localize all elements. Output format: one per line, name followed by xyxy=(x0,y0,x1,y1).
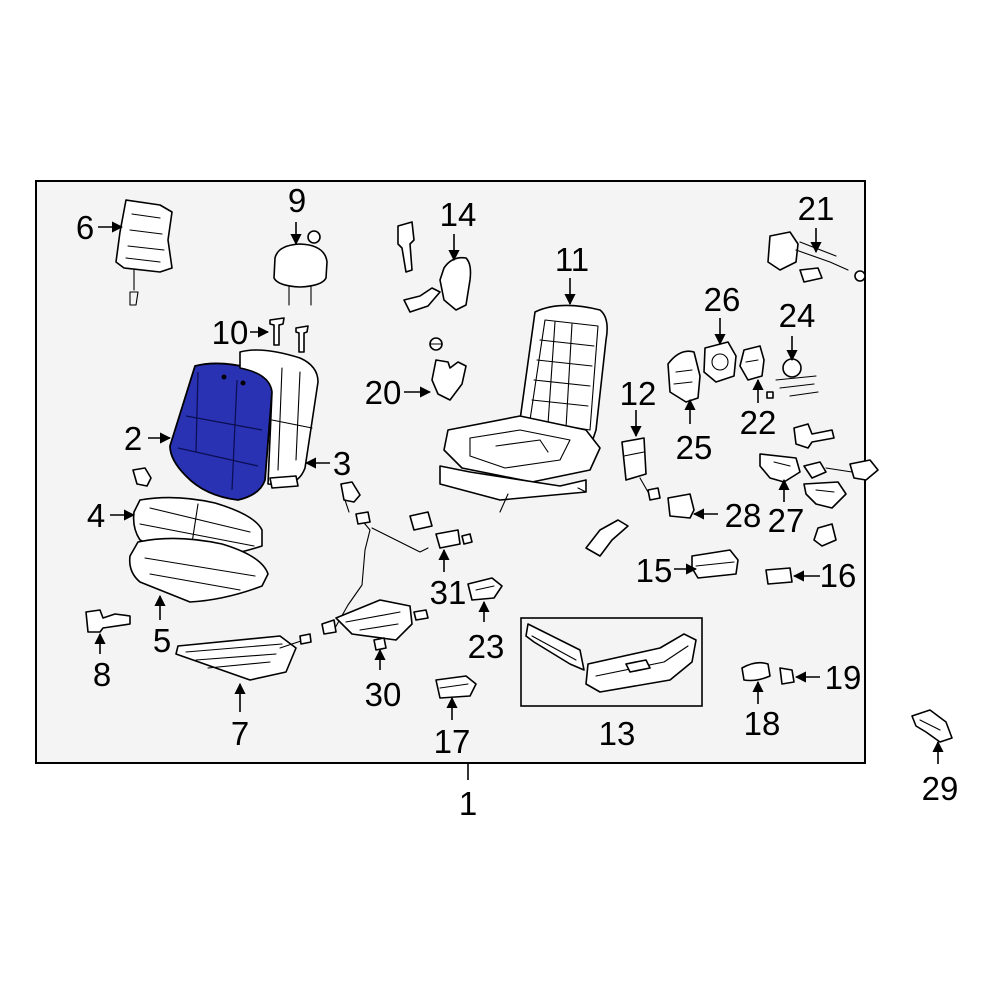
part-18-knob[interactable] xyxy=(741,661,771,682)
part-17-cover[interactable] xyxy=(435,675,477,699)
part-16-block[interactable] xyxy=(765,567,793,585)
part-9-headrest[interactable] xyxy=(273,230,328,306)
part-11-seat-frame[interactable] xyxy=(439,304,608,513)
part-20-bracket[interactable] xyxy=(429,337,467,401)
part-12-actuator[interactable] xyxy=(621,437,661,501)
callout-19: 19 xyxy=(825,659,862,696)
callout-27: 27 xyxy=(768,502,805,539)
callout-9: 9 xyxy=(288,182,306,219)
part-26-plate[interactable] xyxy=(703,341,737,383)
callout-3: 3 xyxy=(333,445,351,482)
callout-31: 31 xyxy=(430,574,467,611)
callout-16: 16 xyxy=(820,557,857,594)
part-29-bracket[interactable] xyxy=(911,709,953,743)
part-15-cover[interactable] xyxy=(691,549,739,579)
callout-22: 22 xyxy=(740,404,777,441)
callout-7: 7 xyxy=(231,715,249,752)
part-28-bracket[interactable] xyxy=(667,493,695,519)
part-7-cushion-heater[interactable] xyxy=(175,633,312,681)
callout-23: 23 xyxy=(468,628,505,665)
part-clip-small[interactable] xyxy=(132,467,361,513)
callout-8: 8 xyxy=(93,656,111,693)
part-8-connector[interactable] xyxy=(85,609,131,633)
part-21-recliner-link[interactable] xyxy=(767,231,866,283)
callout-29: 29 xyxy=(922,770,959,807)
part-6-heater-mat[interactable] xyxy=(115,199,173,306)
part-23-clip[interactable] xyxy=(467,577,503,601)
callout-6: 6 xyxy=(76,209,94,246)
callout-30: 30 xyxy=(365,676,402,713)
part-13-group-frame xyxy=(520,617,703,707)
callout-21: 21 xyxy=(798,190,835,227)
callout-labels: 1 2 3 4 5 6 7 8 9 10 11 12 13 14 15 16 1… xyxy=(76,182,959,822)
callout-4: 4 xyxy=(87,497,105,534)
callout-24: 24 xyxy=(779,297,816,334)
callout-1: 1 xyxy=(459,785,477,822)
callout-13: 13 xyxy=(599,715,636,752)
part-31-connector[interactable] xyxy=(409,511,473,549)
callout-26: 26 xyxy=(704,281,741,318)
callout-28: 28 xyxy=(725,497,762,534)
part-22-cam[interactable] xyxy=(739,345,774,399)
callout-11: 11 xyxy=(555,241,589,278)
leader-lines xyxy=(94,221,944,780)
part-small-block-upper[interactable] xyxy=(813,523,837,547)
part-13-side-shields[interactable] xyxy=(525,623,697,693)
part-5-seat-cushion-pad[interactable] xyxy=(128,537,269,603)
part-25-cover[interactable] xyxy=(667,350,701,403)
callout-14: 14 xyxy=(440,196,477,233)
callout-20: 20 xyxy=(365,374,402,411)
part-misc-bolts[interactable] xyxy=(793,423,879,481)
part-10-headrest-guide[interactable] xyxy=(269,317,309,353)
part-lever-cover[interactable] xyxy=(585,519,629,557)
callout-25: 25 xyxy=(676,429,713,466)
callout-15: 15 xyxy=(636,552,673,589)
callout-12: 12 xyxy=(620,375,657,412)
callout-18: 18 xyxy=(744,705,781,742)
part-19-cap[interactable] xyxy=(779,667,795,685)
part-30-wire-harness[interactable] xyxy=(321,511,429,651)
callout-10: 10 xyxy=(212,314,249,351)
callout-5: 5 xyxy=(153,622,171,659)
part-27-bracket[interactable] xyxy=(759,453,847,509)
callout-2: 2 xyxy=(124,420,142,457)
callout-17: 17 xyxy=(434,723,471,760)
